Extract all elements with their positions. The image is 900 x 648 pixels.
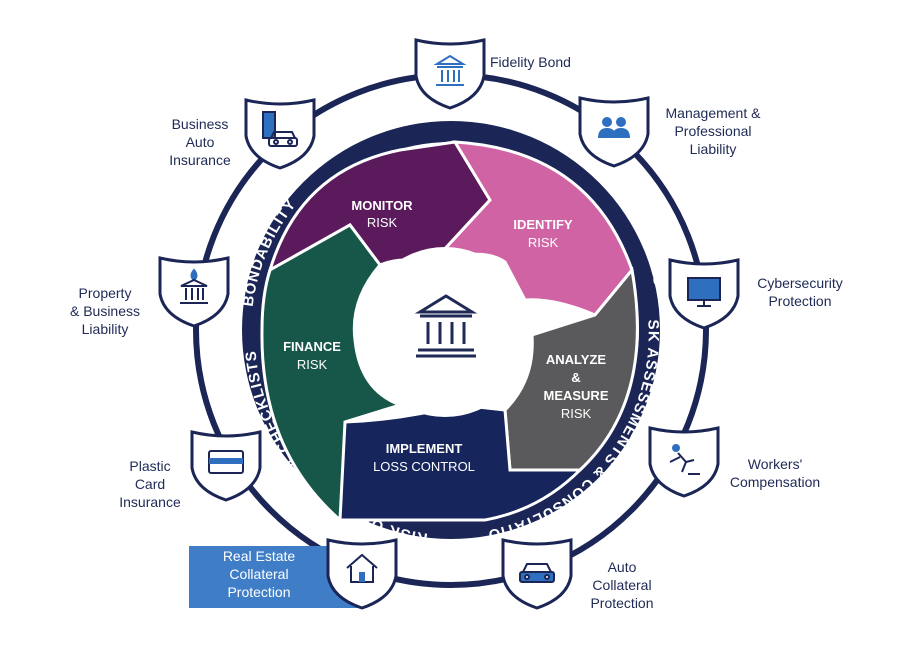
segment-monitor-sub: RISK <box>367 215 398 230</box>
label-management-liability: Management & Professional Liability <box>665 105 761 157</box>
shield-cyber <box>668 258 740 330</box>
shield-auto-collateral <box>501 538 573 610</box>
monitor-icon <box>687 277 721 307</box>
segment-finance-title: FINANCE <box>283 339 341 354</box>
segment-analyze-title-3: MEASURE <box>543 388 608 403</box>
segment-finance <box>260 223 405 524</box>
shield-workers <box>648 426 720 498</box>
segment-analyze-title-1: ANALYZE <box>546 352 607 367</box>
building-car-icon <box>262 111 298 147</box>
people-icon <box>598 117 630 138</box>
shield-fidelity <box>414 38 486 110</box>
segment-analyze-title-2: & <box>571 370 580 385</box>
burning-building-icon <box>180 268 208 304</box>
segment-identify-sub: RISK <box>528 235 559 250</box>
label-fidelity-bond: Fidelity Bond <box>490 54 571 70</box>
label-property-liability: Property & Business Liability <box>69 285 141 337</box>
center-circle <box>360 247 530 417</box>
label-cybersecurity: Cybersecurity Protection <box>757 275 843 309</box>
shield-management <box>578 96 650 168</box>
label-auto-collateral: Auto Collateral Protection <box>590 559 654 611</box>
shield-property <box>158 256 230 328</box>
center-bank-icon <box>414 294 478 358</box>
shield-business-auto <box>244 98 316 170</box>
falling-person-icon <box>669 444 700 475</box>
segment-monitor-title: MONITOR <box>351 198 413 213</box>
label-plastic-card: Plastic Card Insurance <box>119 458 181 510</box>
segment-identify-title: IDENTIFY <box>513 217 573 232</box>
label-workers-compensation: Workers' Compensation <box>729 456 821 490</box>
segment-analyze-sub: RISK <box>561 406 592 421</box>
house-icon <box>346 553 378 583</box>
segment-finance-sub: RISK <box>297 357 328 372</box>
label-real-estate-collateral: Real Estate Collateral Protection <box>222 548 296 600</box>
bank-icon <box>433 54 467 86</box>
segment-implement-sub: LOSS CONTROL <box>373 459 475 474</box>
segment-implement-title: IMPLEMENT <box>386 441 463 456</box>
shield-plastic <box>190 430 262 502</box>
label-business-auto: Business Auto Insurance <box>169 116 231 168</box>
credit-card-icon <box>208 450 244 474</box>
car-icon <box>519 563 555 583</box>
shield-real-estate <box>326 538 398 610</box>
